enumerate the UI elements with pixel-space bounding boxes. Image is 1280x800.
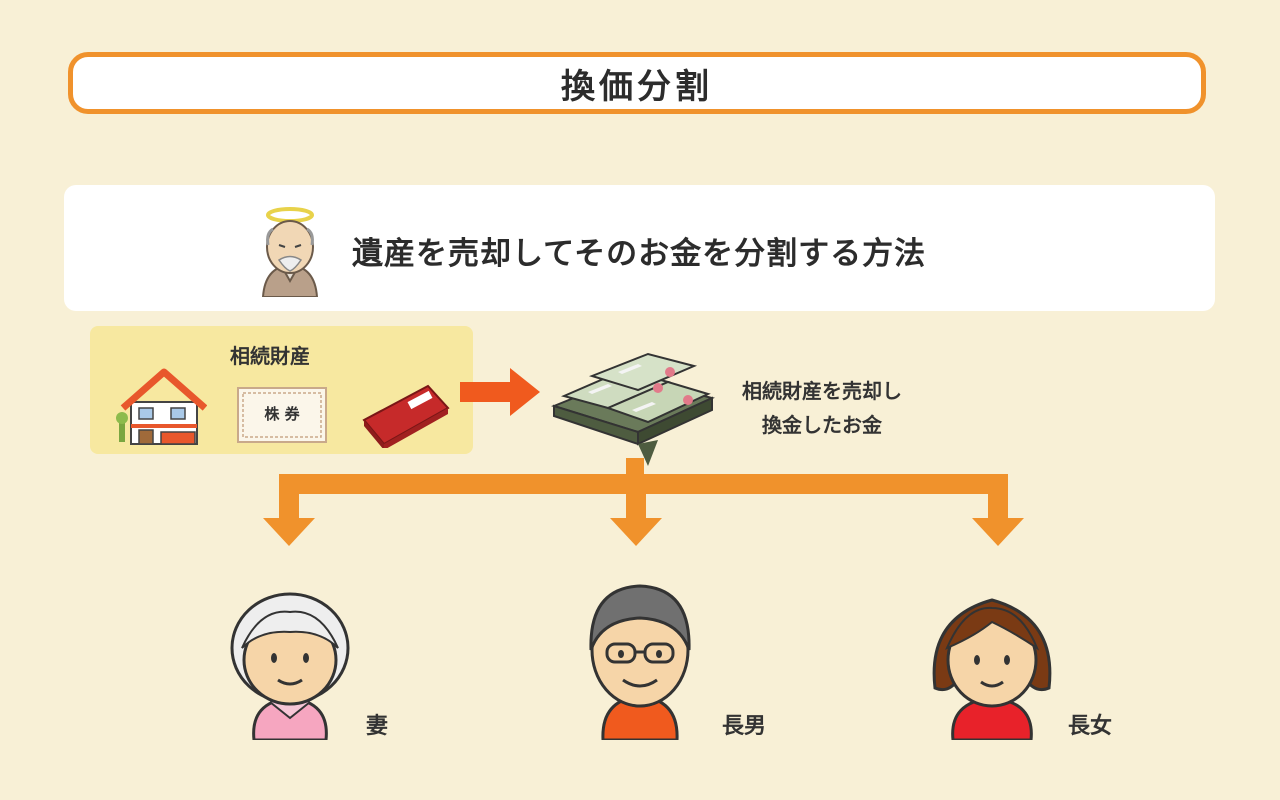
inherited-assets-label: 相続財産 <box>230 344 310 368</box>
money-caption-line2: 換金したお金 <box>762 413 882 437</box>
banknote-bundles-icon <box>551 352 715 466</box>
house-icon <box>116 368 207 445</box>
branch-stem-son <box>626 474 646 520</box>
money-caption-line1: 相続財産を売却し <box>742 379 902 403</box>
wife-icon <box>230 592 350 740</box>
branch-stem-wife <box>279 474 299 520</box>
stock-certificate-icon: 株 券 <box>237 387 327 443</box>
heir-label-eldest-daughter: 長女 <box>1068 714 1113 739</box>
stock-certificate-text: 株 券 <box>264 405 300 423</box>
page-title: 換価分割 <box>561 66 713 107</box>
right-arrow-icon <box>460 368 540 416</box>
method-description: 遺産を売却してそのお金を分割する方法 <box>352 236 927 272</box>
heir-label-wife: 妻 <box>366 714 389 739</box>
title-box: 換価分割 <box>68 52 1206 114</box>
branch-stem-daughter <box>988 474 1008 520</box>
heir-label-eldest-son: 長男 <box>722 714 767 739</box>
horizontal-branch <box>279 474 1008 494</box>
deceased-angel-grandfather-icon <box>261 207 319 297</box>
method-banner <box>64 185 1215 311</box>
bankbook-icon <box>362 384 450 448</box>
arrowhead-daughter <box>972 518 1024 546</box>
arrowhead-wife <box>263 518 315 546</box>
money-caption: 相続財産を売却し 換金したお金 <box>742 374 902 442</box>
arrowhead-son <box>610 518 662 546</box>
eldest-daughter-icon <box>932 598 1052 740</box>
eldest-son-icon <box>589 584 691 740</box>
